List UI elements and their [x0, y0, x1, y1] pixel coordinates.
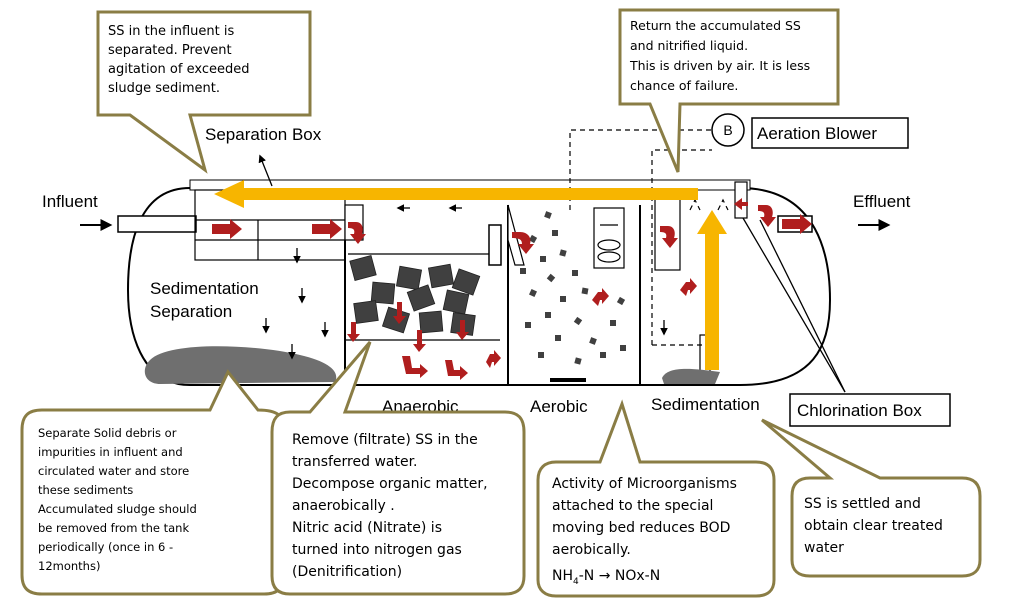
- air-plate: [550, 378, 586, 382]
- sediment-note: Separate Solid debris or impurities in i…: [20, 369, 286, 596]
- diffuser-unit: [593, 207, 625, 269]
- svg-text:SS in the influent is se: SS in the influent is separated. Prevent…: [108, 24, 254, 96]
- blower-symbol-letter: B: [723, 122, 732, 138]
- red-flow-arrows: [212, 198, 812, 380]
- return-flow-arrows: [214, 180, 727, 370]
- aerobic-label: Aerobic: [530, 397, 588, 416]
- svg-text:Return the accumulated SS: Return the accumulated SS and nitrified …: [629, 18, 814, 93]
- aerobic-note: Activity of Microorganisms attached to t…: [536, 399, 776, 598]
- influent-pipe: [117, 215, 197, 233]
- aeration-blower-label: Aeration Blower: [757, 124, 877, 143]
- chlorination-box-label: Chlorination Box: [797, 401, 922, 420]
- chlorination-pointer: [742, 217, 846, 393]
- aerobic-formula: NH4-N → NOx-N: [552, 568, 660, 587]
- svg-text:Activity of Microorganisms: Activity of Microorganisms attached to t…: [552, 476, 741, 558]
- influent-label: Influent: [42, 192, 98, 211]
- svg-text:SS is settled and obtain: SS is settled and obtain clear treated w…: [804, 496, 947, 556]
- down-flow-arrows: [262, 248, 668, 360]
- settle-note: SS is settled and obtain clear treated w…: [761, 418, 982, 578]
- sedimentation-separation-label-1: Sedimentation: [150, 279, 259, 298]
- effluent-label: Effluent: [853, 192, 911, 211]
- svg-text:Remove (filtrate) SS in the: Remove (filtrate) SS in the transferred …: [292, 432, 492, 580]
- blower-symbol: [711, 113, 745, 147]
- separation-box-label: Separation Box: [205, 125, 322, 144]
- chlorination-box-frame: [789, 393, 951, 427]
- separation-note: SS in the influent is separated. Prevent…: [96, 10, 312, 174]
- aeration-blower-box: [751, 117, 909, 149]
- anaerobic-note: Remove (filtrate) SS in the transferred …: [270, 341, 526, 596]
- separation-box-pointer: [258, 154, 273, 187]
- aerobic-media: [520, 211, 626, 365]
- svg-text:Separate Solid debris or: Separate Solid debris or impurities in i…: [38, 426, 200, 573]
- baffle-plate: [488, 224, 502, 266]
- sedimentation-separation-label-2: Separation: [150, 302, 232, 321]
- return-note: Return the accumulated SS and nitrified …: [618, 8, 840, 173]
- anaerobic-media: [349, 255, 481, 336]
- sedimentation-label: Sedimentation: [651, 395, 760, 414]
- sludge-deposit-right: [662, 368, 720, 384]
